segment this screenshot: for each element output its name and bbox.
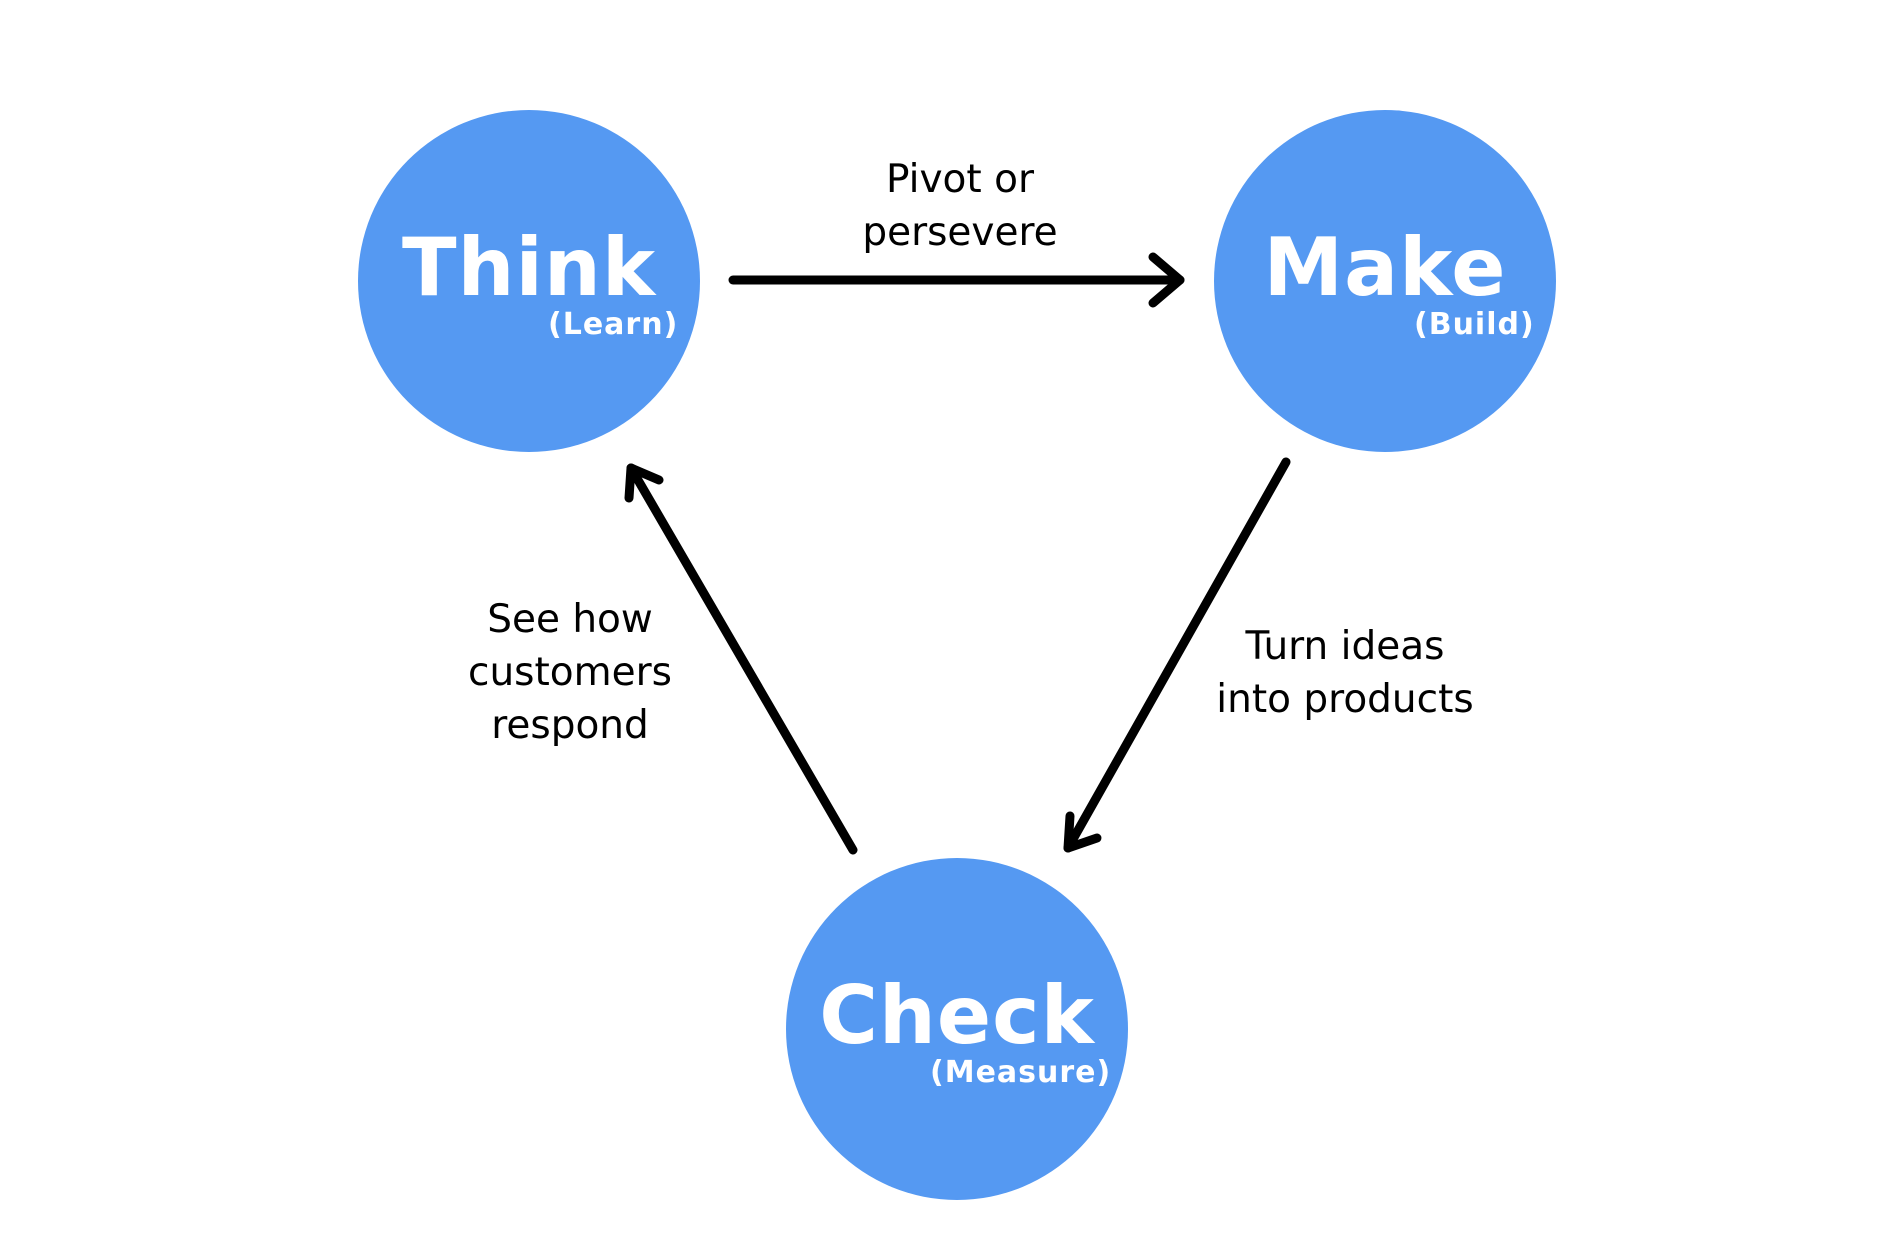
arrow-check-to-think bbox=[624, 463, 858, 855]
node-think: Think (Learn) bbox=[358, 110, 700, 452]
node-check-subtitle: (Measure) bbox=[930, 1055, 1112, 1090]
label-think-to-make-line-2: persevere bbox=[862, 210, 1058, 255]
node-check-title: Check bbox=[819, 969, 1095, 1062]
label-check-to-think-line-3: respond bbox=[491, 703, 649, 748]
node-make-subtitle: (Build) bbox=[1414, 307, 1535, 342]
arrow-think-to-make bbox=[728, 252, 1185, 308]
node-check: Check (Measure) bbox=[786, 858, 1128, 1200]
node-make-title: Make bbox=[1263, 221, 1507, 314]
node-think-subtitle: (Learn) bbox=[548, 307, 679, 342]
label-make-to-check-line-1: Turn ideas bbox=[1245, 624, 1445, 669]
label-check-to-think-line-1: See how bbox=[487, 597, 653, 642]
label-check-to-think: See how customers respond bbox=[430, 593, 710, 752]
label-think-to-make-line-1: Pivot or bbox=[885, 157, 1035, 202]
node-make: Make (Build) bbox=[1214, 110, 1556, 452]
label-think-to-make: Pivot or persevere bbox=[820, 153, 1100, 259]
arrow-make-to-check bbox=[1063, 457, 1291, 853]
node-think-title: Think bbox=[401, 221, 657, 314]
label-make-to-check-line-2: into products bbox=[1216, 677, 1474, 722]
label-check-to-think-line-2: customers bbox=[468, 650, 672, 695]
label-make-to-check: Turn ideas into products bbox=[1190, 620, 1500, 726]
